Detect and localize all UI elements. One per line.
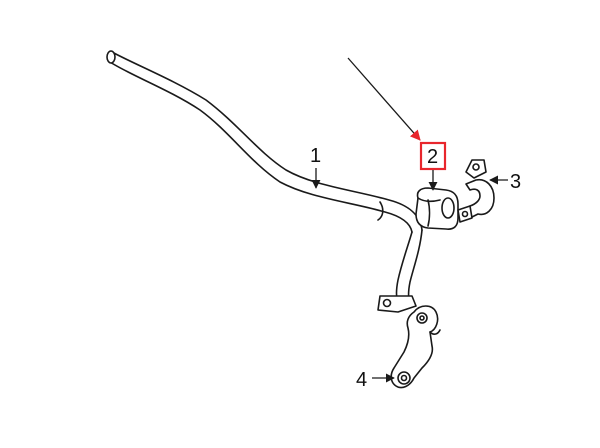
stabilizer-bar [106, 50, 423, 313]
callout-1-label: 1 [310, 145, 321, 167]
callout-2-red-arrow [347, 57, 421, 141]
callout-3-label: 3 [510, 171, 521, 193]
stabilizer-link [390, 305, 441, 389]
callout-2: 2 [347, 57, 447, 191]
callout-4: 4 [356, 369, 395, 391]
callout-1: 1 [310, 145, 321, 189]
callout-2-label: 2 [427, 146, 438, 168]
callout-3: 3 [489, 171, 521, 193]
bushing-bracket [457, 159, 495, 223]
bushing [415, 187, 459, 230]
callout-2-highlight-box [419, 141, 447, 171]
callout-4-label: 4 [356, 369, 367, 391]
